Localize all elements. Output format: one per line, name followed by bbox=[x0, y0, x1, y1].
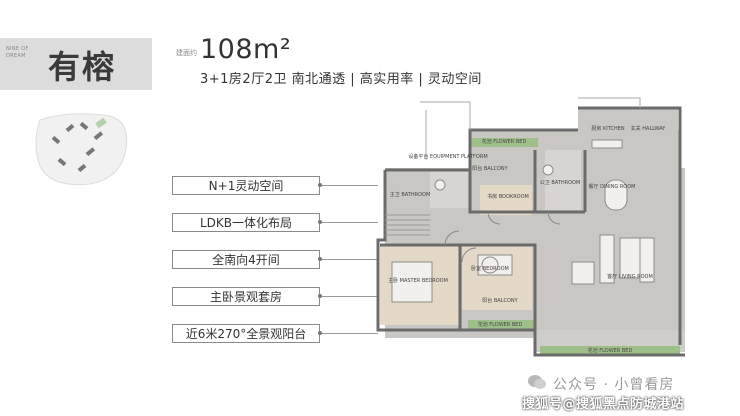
study-floor bbox=[480, 185, 532, 215]
site-location-map bbox=[35, 113, 128, 186]
flower-bed-top bbox=[470, 138, 538, 147]
terrace-outline bbox=[420, 97, 641, 160]
flower-bed-bottom bbox=[540, 346, 680, 355]
label-bathroom-1: 主卫 BATHROOM bbox=[390, 191, 431, 198]
sofa bbox=[599, 234, 615, 284]
label-balcony-bottom: 阳台 BALCONY bbox=[482, 297, 518, 304]
feature-dot bbox=[318, 331, 322, 335]
walls bbox=[376, 106, 685, 357]
watermark-wechat: 公众号 · 小曾看房 bbox=[553, 377, 675, 393]
area-label: 建面约 bbox=[176, 49, 197, 57]
closet-hatch bbox=[385, 214, 430, 236]
master-bed bbox=[391, 261, 433, 303]
feature-leader-line bbox=[320, 222, 378, 223]
label-entry: 玄关 HALLWAY bbox=[631, 125, 667, 132]
dining-table bbox=[604, 179, 628, 211]
house-name: 有榕 bbox=[48, 48, 117, 86]
feature-dot bbox=[318, 220, 322, 224]
english-tag: NINE OF DREAM bbox=[6, 46, 29, 59]
bathroom2-floor bbox=[545, 150, 581, 210]
kitchen-counter bbox=[591, 139, 623, 149]
label-balcony-top: 阳台 BALCONY bbox=[472, 165, 508, 172]
coffee-table bbox=[619, 237, 643, 279]
area-value: 108m² bbox=[200, 34, 292, 65]
label-living: 客厅 LIVING ROOM bbox=[607, 273, 653, 280]
label-flower-bottom: 花池 FLOWER BED bbox=[588, 347, 633, 354]
tv-unit bbox=[639, 237, 655, 283]
door-swings bbox=[444, 211, 561, 263]
feature-ldkb: LDKB一体化布局 bbox=[172, 213, 320, 232]
label-flower-top: 花池 FLOWER BED bbox=[482, 138, 527, 145]
header-background bbox=[0, 38, 152, 90]
label-dining: 餐厅 DINING ROOM bbox=[589, 183, 636, 190]
layout-description: 3+1房2厅2卫 南北通透 | 高实用率 | 灵动空间 bbox=[200, 72, 482, 87]
label-study: 书房 BOOKROOM bbox=[487, 193, 529, 200]
feature-panoramic-balcony: 近6米270°全景观阳台 bbox=[172, 324, 320, 343]
wechat-icon bbox=[528, 375, 546, 389]
label-flower-mid: 花池 FLOWER BED bbox=[478, 321, 523, 328]
flower-bed-mid bbox=[468, 320, 534, 329]
watermark-sohu: 搜狐号@搜狐黑点防城港站 bbox=[522, 397, 685, 412]
feature-leader-line bbox=[320, 333, 378, 334]
label-equipment: 设备平台 EQUIPMENT PLATFORM bbox=[408, 153, 487, 160]
feature-master-suite: 主卧景观套房 bbox=[172, 287, 320, 306]
feature-dot bbox=[318, 257, 322, 261]
feature-leader-line bbox=[320, 296, 378, 297]
label-bedroom: 卧室 BEDROOM bbox=[471, 265, 509, 272]
feature-south-bays: 全南向4开间 bbox=[172, 250, 320, 269]
label-bathroom-2: 公卫 BATHROOM bbox=[540, 180, 581, 186]
room-labels: 花池 FLOWER BED 阳台 BALCONY 设备平台 EQUIPMENT … bbox=[388, 125, 666, 354]
lounge-chair bbox=[571, 261, 595, 285]
feature-leader-line bbox=[320, 259, 378, 260]
furniture bbox=[391, 139, 655, 303]
feature-dot bbox=[318, 183, 322, 187]
label-kitchen: 厨房 KITCHEN bbox=[591, 125, 625, 132]
feature-dot bbox=[318, 294, 322, 298]
feature-leader-line bbox=[320, 185, 378, 186]
highlight-building-marker bbox=[95, 117, 107, 129]
label-master-bedroom: 主卧 MASTER BEDROOM bbox=[388, 277, 448, 284]
